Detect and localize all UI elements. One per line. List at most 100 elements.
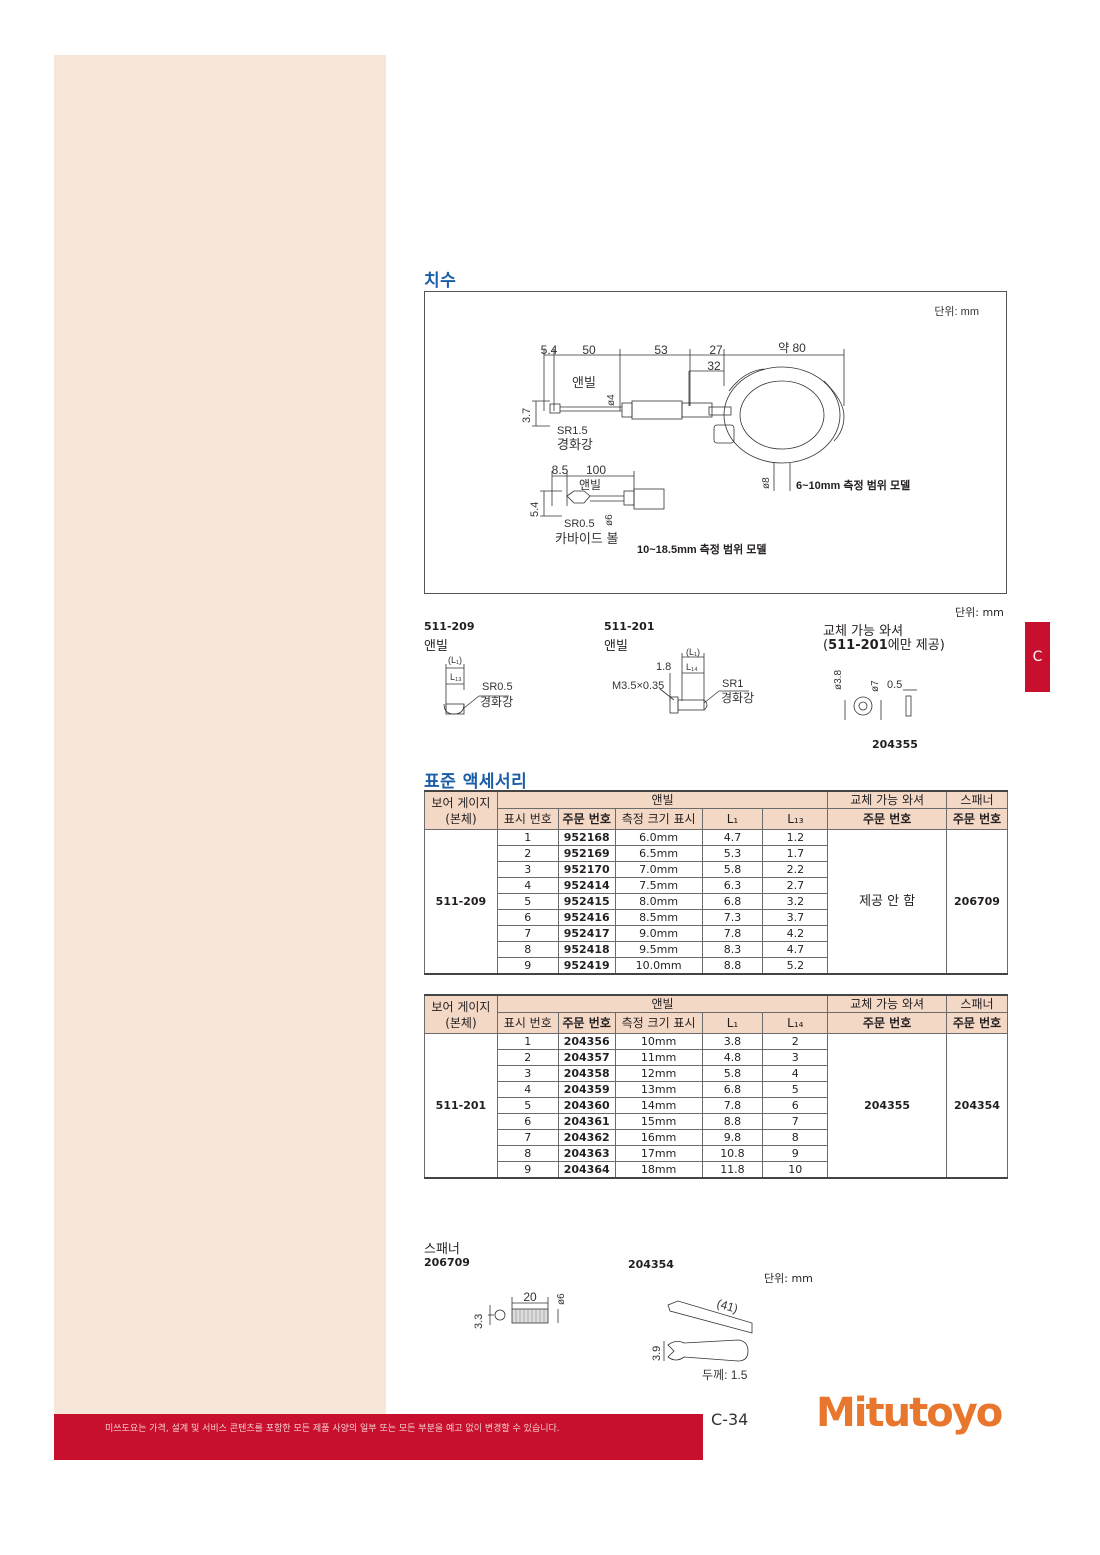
- accessories-title: 표준 액세서리: [424, 772, 528, 792]
- dim-label: 3.9: [651, 1346, 663, 1361]
- order-cell: 204364: [557, 1161, 616, 1179]
- index-cell: 6: [496, 909, 559, 926]
- lx-cell: 2: [762, 1033, 829, 1050]
- spanner-206709-drawing: 20 ø6 3.3: [473, 1290, 567, 1329]
- order-cell: 952168: [557, 829, 616, 846]
- l1-cell: 6.3: [701, 877, 764, 894]
- size-cell: 6.5mm: [614, 845, 703, 862]
- part-code: 511-209: [424, 620, 475, 633]
- order-cell: 204356: [557, 1033, 616, 1050]
- index-cell: 2: [496, 845, 559, 862]
- spanner-204354-drawing: (41) 3.9 두께: 1.5: [651, 1296, 753, 1382]
- header-l14: L₁₄: [762, 1012, 829, 1034]
- header-spanner-order: 주문 번호: [945, 808, 1009, 830]
- header-spanner: 스패너: [945, 790, 1009, 809]
- order-cell: 204357: [557, 1049, 616, 1066]
- header-l1: L₁: [701, 1012, 764, 1034]
- header-washer-order: 주문 번호: [827, 808, 947, 830]
- header-l1: L₁: [701, 808, 764, 830]
- dim-label: 0.5: [887, 679, 902, 691]
- index-cell: 4: [496, 1081, 559, 1098]
- footer-notice: 미쓰도요는 가격, 설계 및 서비스 콘텐츠를 포함한 모든 제품 사양의 일부…: [105, 1424, 560, 1434]
- note-code: 511-201: [828, 638, 888, 653]
- order-cell: 204363: [557, 1145, 616, 1162]
- l1-cell: 8.8: [701, 957, 764, 975]
- index-cell: 7: [496, 925, 559, 942]
- washer-cell: 204355: [827, 1033, 947, 1179]
- index-cell: 3: [496, 1065, 559, 1082]
- dim-label: 3.3: [473, 1314, 485, 1329]
- part-name: 앤빌: [604, 639, 628, 654]
- lx-cell: 9: [762, 1145, 829, 1162]
- header-washer: 교체 가능 와셔: [827, 994, 947, 1013]
- index-cell: 3: [496, 861, 559, 878]
- size-cell: 8.0mm: [614, 893, 703, 910]
- dim-unit: 단위: mm: [934, 305, 979, 318]
- lx-cell: 3: [762, 1049, 829, 1066]
- index-cell: 8: [496, 941, 559, 958]
- dim-label: ø7: [870, 680, 881, 692]
- dim-label: 경화강: [480, 695, 513, 709]
- footer-bar: [54, 1414, 703, 1460]
- header-washer-order: 주문 번호: [827, 1012, 947, 1034]
- page-number: C-34: [711, 1410, 749, 1429]
- header-body: 보어 게이지 (본체): [424, 994, 498, 1034]
- index-cell: 9: [496, 1161, 559, 1179]
- index-cell: 9: [496, 957, 559, 975]
- index-cell: 1: [496, 829, 559, 846]
- dimension-drawing: 단위: mm 5.4 50 53 27 32 약 80 앤빌 3.7 ø4 SR…: [521, 305, 979, 556]
- dimensions-title: 치수: [424, 271, 457, 291]
- header-anvil: 앤빌: [496, 994, 829, 1013]
- header-size: 측정 크기 표시: [614, 808, 703, 830]
- dim-label: 5.4: [529, 502, 541, 517]
- lx-cell: 8: [762, 1129, 829, 1146]
- lx-cell: 6: [762, 1097, 829, 1114]
- header-spanner: 스패너: [945, 994, 1009, 1013]
- dim-label: ø6: [556, 1293, 567, 1305]
- body-model-cell: 511-209: [424, 829, 498, 975]
- washer-cell: 제공 안 함: [827, 829, 947, 975]
- size-cell: 6.0mm: [614, 829, 703, 846]
- washer-drawing: ø3.8 ø7 0.5: [833, 670, 917, 720]
- lx-cell: 7: [762, 1113, 829, 1130]
- l1-cell: 7.8: [701, 1097, 764, 1114]
- dim-label: 32: [707, 359, 721, 373]
- part-name: 교체 가능 와셔: [823, 624, 904, 639]
- dim-label: 20: [523, 1290, 537, 1304]
- dim-label: 50: [582, 343, 596, 357]
- header-spanner-order: 주문 번호: [945, 1012, 1009, 1034]
- size-cell: 15mm: [614, 1113, 703, 1130]
- accessory-table-511-209: 보어 게이지 (본체) 앤빌 교체 가능 와셔 스패너 표시 번호 주문 번호 …: [424, 790, 1009, 975]
- anvil-511-209-drawing: (L₁) L₁₃ SR0.5 경화강: [443, 655, 513, 715]
- l1-cell: 6.8: [701, 893, 764, 910]
- dim-label: 8.5: [552, 463, 569, 477]
- dim-label: M3.5×0.35: [612, 680, 664, 692]
- spanner-cell: 204354: [945, 1033, 1009, 1179]
- header-l13: L₁₃: [762, 808, 829, 830]
- note-text: (: [823, 638, 829, 653]
- index-cell: 5: [496, 1097, 559, 1114]
- l1-cell: 8.8: [701, 1113, 764, 1130]
- header-anvil: 앤빌: [496, 790, 829, 809]
- lx-cell: 5.2: [762, 957, 829, 975]
- size-cell: 9.0mm: [614, 925, 703, 942]
- size-cell: 7.0mm: [614, 861, 703, 878]
- dim-label: 53: [654, 343, 668, 357]
- size-cell: 8.5mm: [614, 909, 703, 926]
- spanner-code-2: 204354: [628, 1258, 674, 1271]
- header-body: 보어 게이지 (본체): [424, 790, 498, 830]
- dim-label: L₁₄: [686, 662, 698, 672]
- lx-cell: 3.7: [762, 909, 829, 926]
- header-size: 측정 크기 표시: [614, 1012, 703, 1034]
- index-cell: 4: [496, 877, 559, 894]
- dim-label: 약 80: [778, 340, 806, 355]
- section-tab-c[interactable]: C: [1025, 622, 1050, 692]
